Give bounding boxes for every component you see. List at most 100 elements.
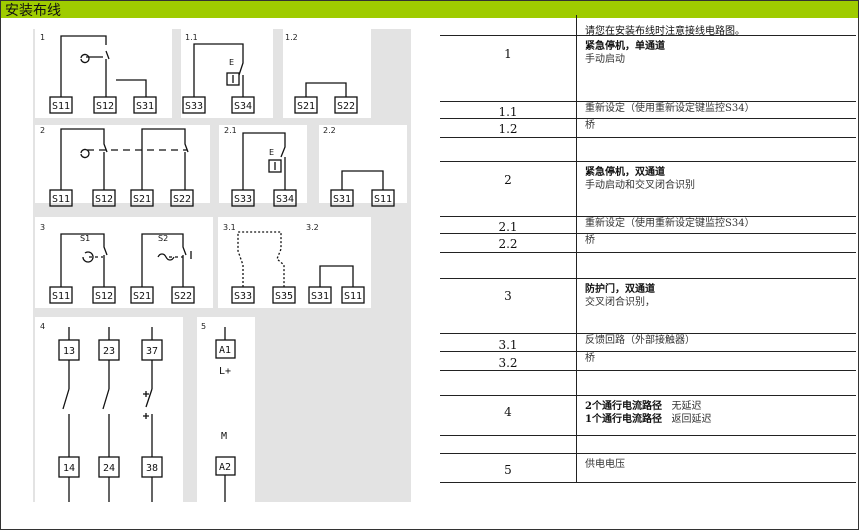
row-title: 紧急停机，双通道: [585, 167, 665, 178]
terminal-label: 38: [146, 463, 158, 474]
terminal-label: S21: [297, 101, 315, 112]
row-title: 2个通行电流路径: [585, 401, 662, 412]
column-divider: [576, 15, 577, 483]
terminal-label: 23: [103, 346, 115, 357]
row-divider: [440, 370, 856, 371]
terminal-label: 14: [63, 463, 75, 474]
switch-label: E: [229, 58, 234, 67]
row-desc: 交叉闭合识别，: [585, 297, 655, 308]
terminal-label: S31: [333, 194, 351, 205]
terminal-label: S11: [52, 101, 70, 112]
section-label: 2.1: [224, 126, 237, 135]
row-divider: [440, 101, 856, 102]
terminal-label: S21: [133, 194, 151, 205]
switch-label: S1: [80, 234, 90, 243]
section-label: 3: [40, 223, 45, 232]
row-text: 供电电压: [585, 458, 853, 471]
terminal-label: A2: [219, 462, 231, 473]
row-divider: [440, 161, 856, 162]
row-text: 重新设定（使用重新设定键监控S34）: [585, 102, 853, 115]
row-text: 桥: [585, 234, 853, 247]
terminal-label: S34: [276, 194, 294, 205]
row-divider: [440, 351, 856, 352]
section-label: 2.2: [323, 126, 336, 135]
row-number: 1: [504, 47, 512, 61]
row-title: 1个通行电流路径: [585, 414, 662, 425]
row-divider: [440, 35, 856, 36]
row-divider: [440, 233, 856, 234]
supply-label: M: [221, 431, 227, 442]
terminal-label: S31: [311, 291, 329, 302]
row-number: 3: [504, 289, 512, 303]
row-divider: [440, 333, 856, 334]
terminal-label: 13: [63, 346, 75, 357]
row-number: 2: [504, 173, 512, 187]
terminal-label: S33: [185, 101, 203, 112]
row-desc: 重新设定（使用重新设定键监控S34）: [585, 103, 755, 114]
row-number: 4: [504, 405, 512, 419]
row-text: 紧急停机，单通道 手动启动: [585, 40, 853, 66]
row-divider: [440, 395, 856, 396]
row-divider: [440, 453, 856, 454]
section-label: 2: [40, 126, 45, 135]
row-title: 紧急停机，单通道: [585, 41, 665, 52]
terminal-label: S11: [52, 194, 70, 205]
row-divider: [440, 252, 856, 253]
section-label: 3.1: [223, 223, 236, 232]
terminal-label: A1: [219, 345, 231, 356]
row-number: 2.2: [498, 237, 518, 251]
section-label: 3.2: [306, 223, 319, 232]
row-text: 重新设定（使用重新设定键监控S34）: [585, 217, 853, 230]
terminal-label: S11: [52, 291, 70, 302]
row-text: 桥: [585, 119, 853, 132]
terminal-label: S33: [234, 291, 252, 302]
terminal-label: S35: [275, 291, 293, 302]
terminal-label: S11: [344, 291, 362, 302]
row-text: 防护门，双通道 交叉闭合识别，: [585, 283, 853, 309]
row-desc: 桥: [585, 353, 595, 364]
wiring-table: 请您在安装布线时注意接线电路图。 1 紧急停机，单通道 手动启动 1.1 重新设…: [440, 15, 856, 483]
row-desc: 手动启动和交叉闭合识别: [585, 180, 695, 191]
section-label: 1: [40, 33, 45, 42]
terminal-label: S34: [234, 101, 252, 112]
row-desc: 供电电压: [585, 459, 625, 470]
terminal-label: S12: [95, 194, 113, 205]
terminal-label: S11: [374, 194, 392, 205]
section-label: 1.1: [185, 33, 198, 42]
row-desc: 返回延迟: [671, 414, 712, 425]
row-divider: [440, 278, 856, 279]
row-text: 桥: [585, 352, 853, 365]
terminal-label: S22: [337, 101, 355, 112]
terminal-label: S21: [133, 291, 151, 302]
row-title: 防护门，双通道: [585, 284, 655, 295]
title-bar: 安装布线: [1, 1, 858, 19]
row-text: 反馈回路（外部接触器）: [585, 334, 853, 347]
row-number: 1.2: [498, 122, 518, 136]
row-number: 3.1: [498, 338, 518, 352]
terminal-label: S33: [234, 194, 252, 205]
terminal-label: 24: [103, 463, 115, 474]
row-text: 紧急停机，双通道 手动启动和交叉闭合识别: [585, 166, 853, 192]
terminal-label: S12: [95, 291, 113, 302]
wiring-diagram: 1 1.1 1.2 2 2.1 2.2 3 3.1 3.2 4 5: [33, 29, 411, 502]
switch-label: S2: [158, 234, 168, 243]
row-number: 3.2: [498, 356, 518, 370]
row-number: 1.1: [498, 105, 518, 119]
row-divider: [440, 435, 856, 436]
section-label: 1.2: [285, 33, 298, 42]
supply-label: L+: [219, 366, 231, 377]
row-divider: [440, 118, 856, 119]
row-desc: 无延迟: [671, 401, 702, 412]
terminal-label: S12: [96, 101, 114, 112]
terminal-label: S22: [173, 194, 191, 205]
row-desc: 重新设定（使用重新设定键监控S34）: [585, 218, 755, 229]
switch-label: E: [269, 148, 274, 157]
row-desc: 桥: [585, 235, 595, 246]
section-label: 5: [201, 322, 206, 331]
row-desc: 手动启动: [585, 54, 625, 65]
terminal-label: S31: [136, 101, 154, 112]
row-number: 2.1: [498, 220, 518, 234]
section-label: 4: [40, 322, 45, 331]
page-title: 安装布线: [5, 3, 61, 19]
table-note: 请您在安装布线时注意接线电路图。: [585, 26, 745, 37]
